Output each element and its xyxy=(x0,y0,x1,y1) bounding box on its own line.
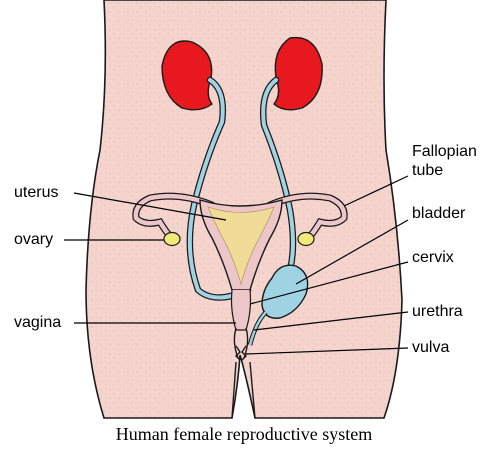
vulva-leader xyxy=(245,347,409,355)
label-cervix: cervix xyxy=(412,249,454,266)
diagram-caption: Human female reproductive system xyxy=(115,424,373,444)
label-bladder: bladder xyxy=(412,205,466,222)
label-urethra: urethra xyxy=(412,303,463,320)
uterus-leader xyxy=(73,192,227,221)
cervix-leader xyxy=(249,261,409,305)
right-ovary xyxy=(297,231,315,247)
right-kidney xyxy=(273,36,323,111)
bladder-leader xyxy=(295,219,409,285)
urethra-leader xyxy=(253,311,409,331)
left-ovary xyxy=(163,231,181,247)
bladder-shape xyxy=(261,264,309,319)
left-kidney xyxy=(161,40,213,111)
label-fallopian-line1: Fallopian xyxy=(412,143,477,160)
label-vagina: vagina xyxy=(14,314,62,331)
label-fallopian-line2: tube xyxy=(412,162,444,179)
leader-lines xyxy=(64,175,409,355)
label-vulva: vulva xyxy=(412,339,450,356)
vulva-shape xyxy=(235,345,247,361)
cervix-shape xyxy=(230,289,252,331)
label-uterus: uterus xyxy=(14,184,59,201)
label-ovary: ovary xyxy=(14,231,54,248)
fallopian-leader xyxy=(343,175,409,207)
